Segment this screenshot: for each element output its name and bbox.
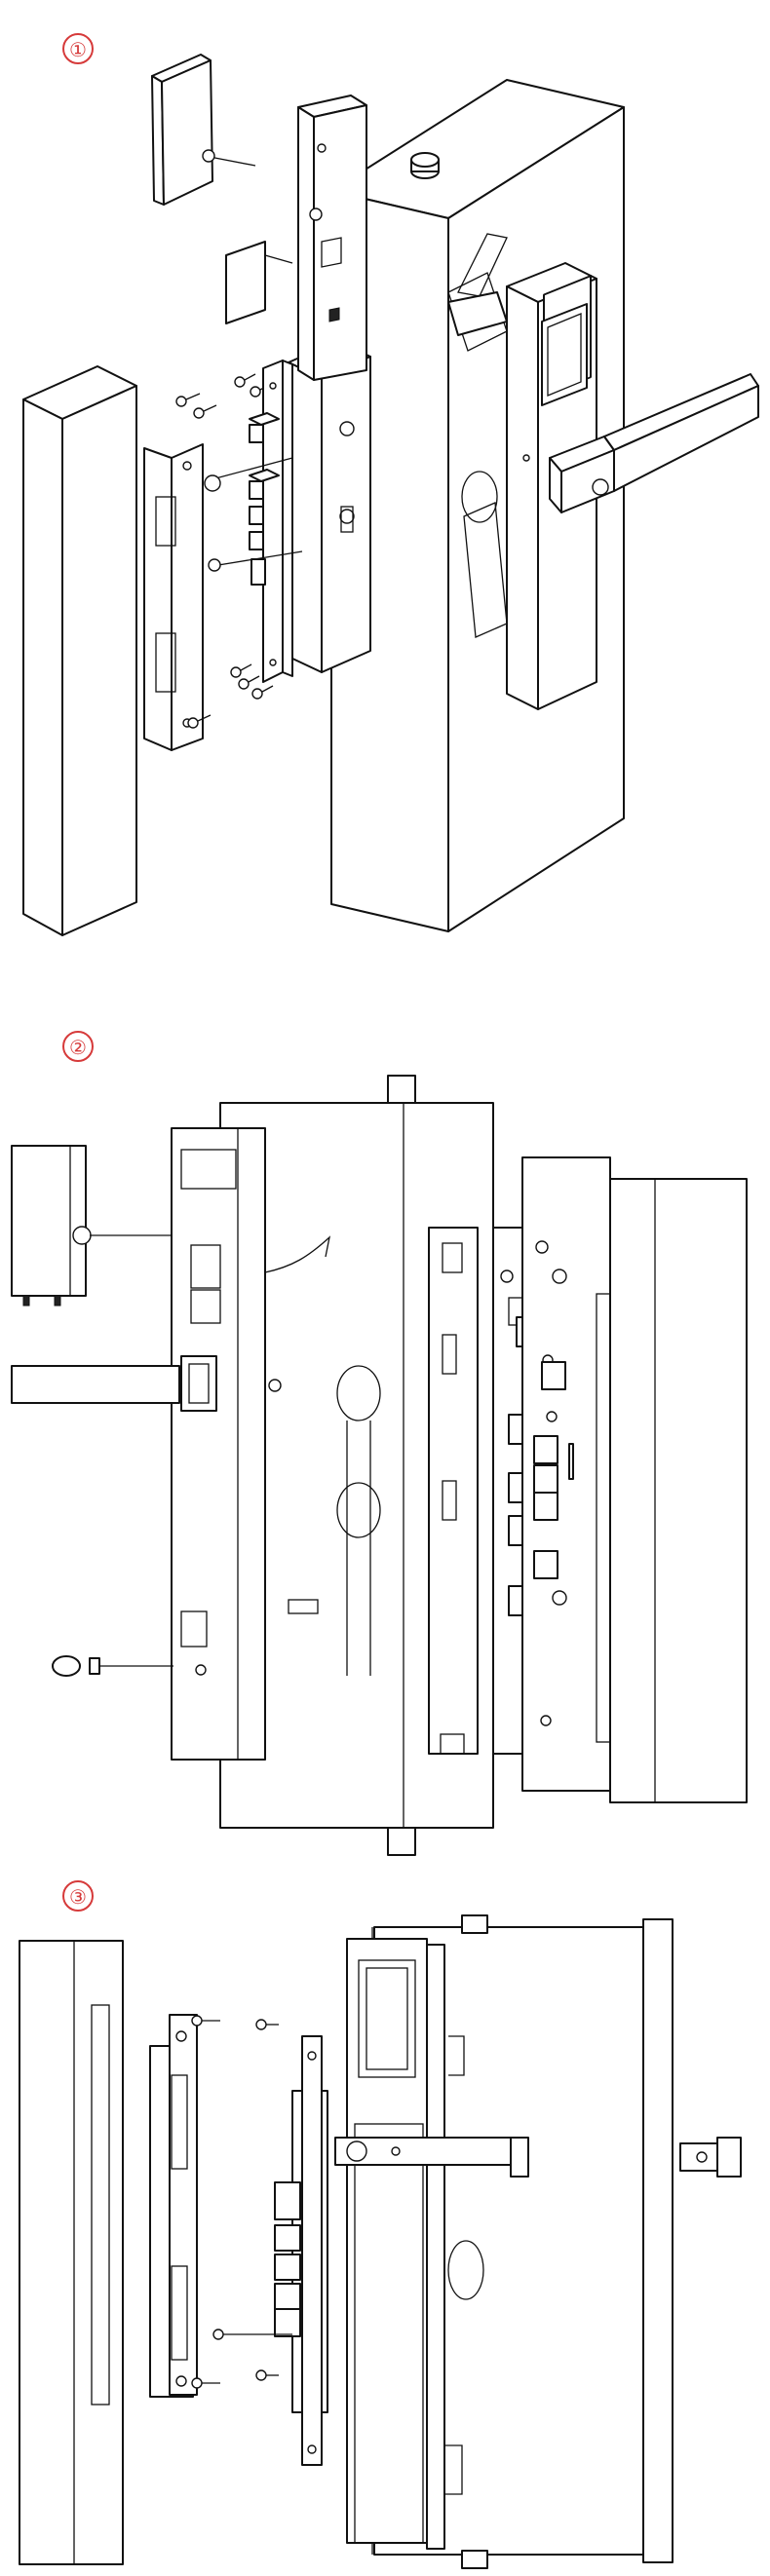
mortise-lock-body	[288, 340, 371, 673]
exterior-lever-front	[334, 2137, 529, 2178]
mortise-front	[274, 2035, 328, 2466]
step-2-badge: ②	[62, 1031, 94, 1062]
exterior-panel-side	[171, 1127, 282, 1761]
step-2-side-view	[11, 1075, 748, 1856]
step-3-badge: ③	[62, 1880, 94, 1912]
door-frame-post	[22, 365, 137, 936]
exterior-lever-handle	[549, 373, 759, 513]
mortise-faceplate	[262, 360, 293, 683]
strike-plate	[143, 443, 204, 751]
spindle-cap	[212, 2329, 224, 2340]
mortise-body-side	[428, 1227, 479, 1755]
step-3-assembled-view	[19, 1914, 742, 2569]
screws-top	[175, 373, 272, 419]
interior-panel	[297, 95, 367, 381]
screws-row	[191, 2015, 279, 2389]
spindle-bolts	[204, 457, 303, 572]
exterior-panel-front	[346, 1938, 445, 2550]
spindle-bar	[225, 241, 293, 324]
step-1-badge: ①	[62, 33, 94, 64]
door-frame-left	[19, 1940, 124, 2565]
interior-hardware	[444, 2035, 742, 2495]
bottom-screw	[52, 1655, 173, 1677]
battery-cover	[151, 54, 256, 206]
mortise-faceplate-side	[521, 1156, 611, 1792]
battery-cover-side	[11, 1145, 172, 1307]
latch-bolts	[249, 412, 280, 586]
connector-cable	[264, 1235, 331, 1273]
exterior-panel	[506, 262, 597, 710]
strike-plate-front	[149, 2014, 198, 2398]
interior-lever-handle	[447, 233, 508, 336]
exterior-lever-side	[11, 1355, 217, 1412]
step-1-exploded-view	[22, 54, 759, 936]
door-edge-right	[596, 1178, 748, 1803]
screws-bottom	[187, 663, 274, 729]
